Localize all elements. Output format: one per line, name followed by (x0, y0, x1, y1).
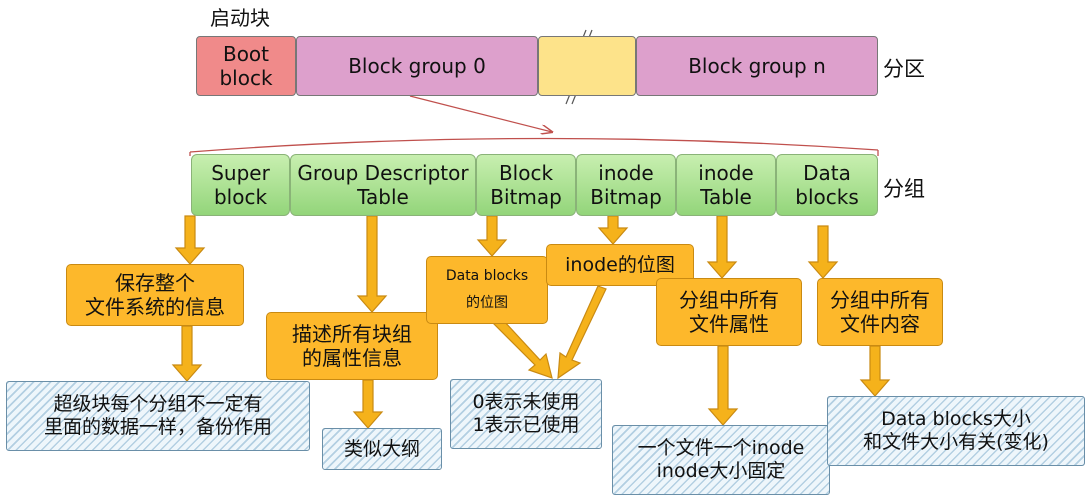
super-block-arrow (174, 215, 206, 265)
gdt-note-arrow (352, 379, 384, 429)
zoom-arrow (409, 95, 552, 132)
inode-table-arrow (706, 215, 738, 279)
data-blocks-note: Data blocks大小 和文件大小有关(变化) (827, 396, 1085, 466)
super-block: Super block (191, 154, 290, 216)
boot-block: Boot block (196, 36, 296, 96)
inode-bitmap: inode Bitmap (576, 154, 676, 216)
block-group-n: Block group n (636, 36, 878, 96)
block-bitmap-arrow (476, 215, 508, 257)
inode-bitmap-arrow (597, 215, 629, 245)
block-group-0: Block group 0 (296, 36, 538, 96)
bitmap-arrows (483, 285, 607, 380)
data-blocks-arrow (807, 225, 839, 279)
super-note-arrow (171, 325, 203, 382)
block-bitmap-description: Data blocks 的位图 (426, 256, 548, 324)
boot-block-caption: 启动块 (210, 6, 270, 30)
data-note-arrow (859, 345, 891, 397)
down-arrows (171, 215, 891, 429)
super-block-description: 保存整个 文件系统的信息 (66, 264, 244, 326)
block-group-gap (538, 36, 636, 96)
inode-table-description: 分组中所有 文件属性 (656, 278, 802, 346)
gdt-arrow (356, 215, 388, 313)
data-blocks: Data blocks (776, 154, 878, 216)
inode-note-arrow (707, 345, 739, 426)
partition-label: 分区 (883, 57, 925, 81)
group-brace (189, 137, 879, 156)
inode-table-note: 一个文件一个inode inode大小固定 (612, 425, 830, 495)
inode-table: inode Table (676, 154, 776, 216)
group-descriptor-table: Group Descriptor Table (290, 154, 476, 216)
gdt-note: 类似大纲 (322, 428, 442, 470)
block-bitmap: Block Bitmap (476, 154, 576, 216)
data-blocks-description: 分组中所有 文件内容 (817, 278, 943, 346)
gdt-description: 描述所有块组 的属性信息 (266, 312, 438, 380)
super-block-note: 超级块每个分组不一定有 里面的数据一样，备份作用 (6, 381, 310, 451)
group-label: 分组 (883, 177, 925, 201)
bitmap-note: 0表示未使用 1表示已使用 (450, 379, 602, 449)
